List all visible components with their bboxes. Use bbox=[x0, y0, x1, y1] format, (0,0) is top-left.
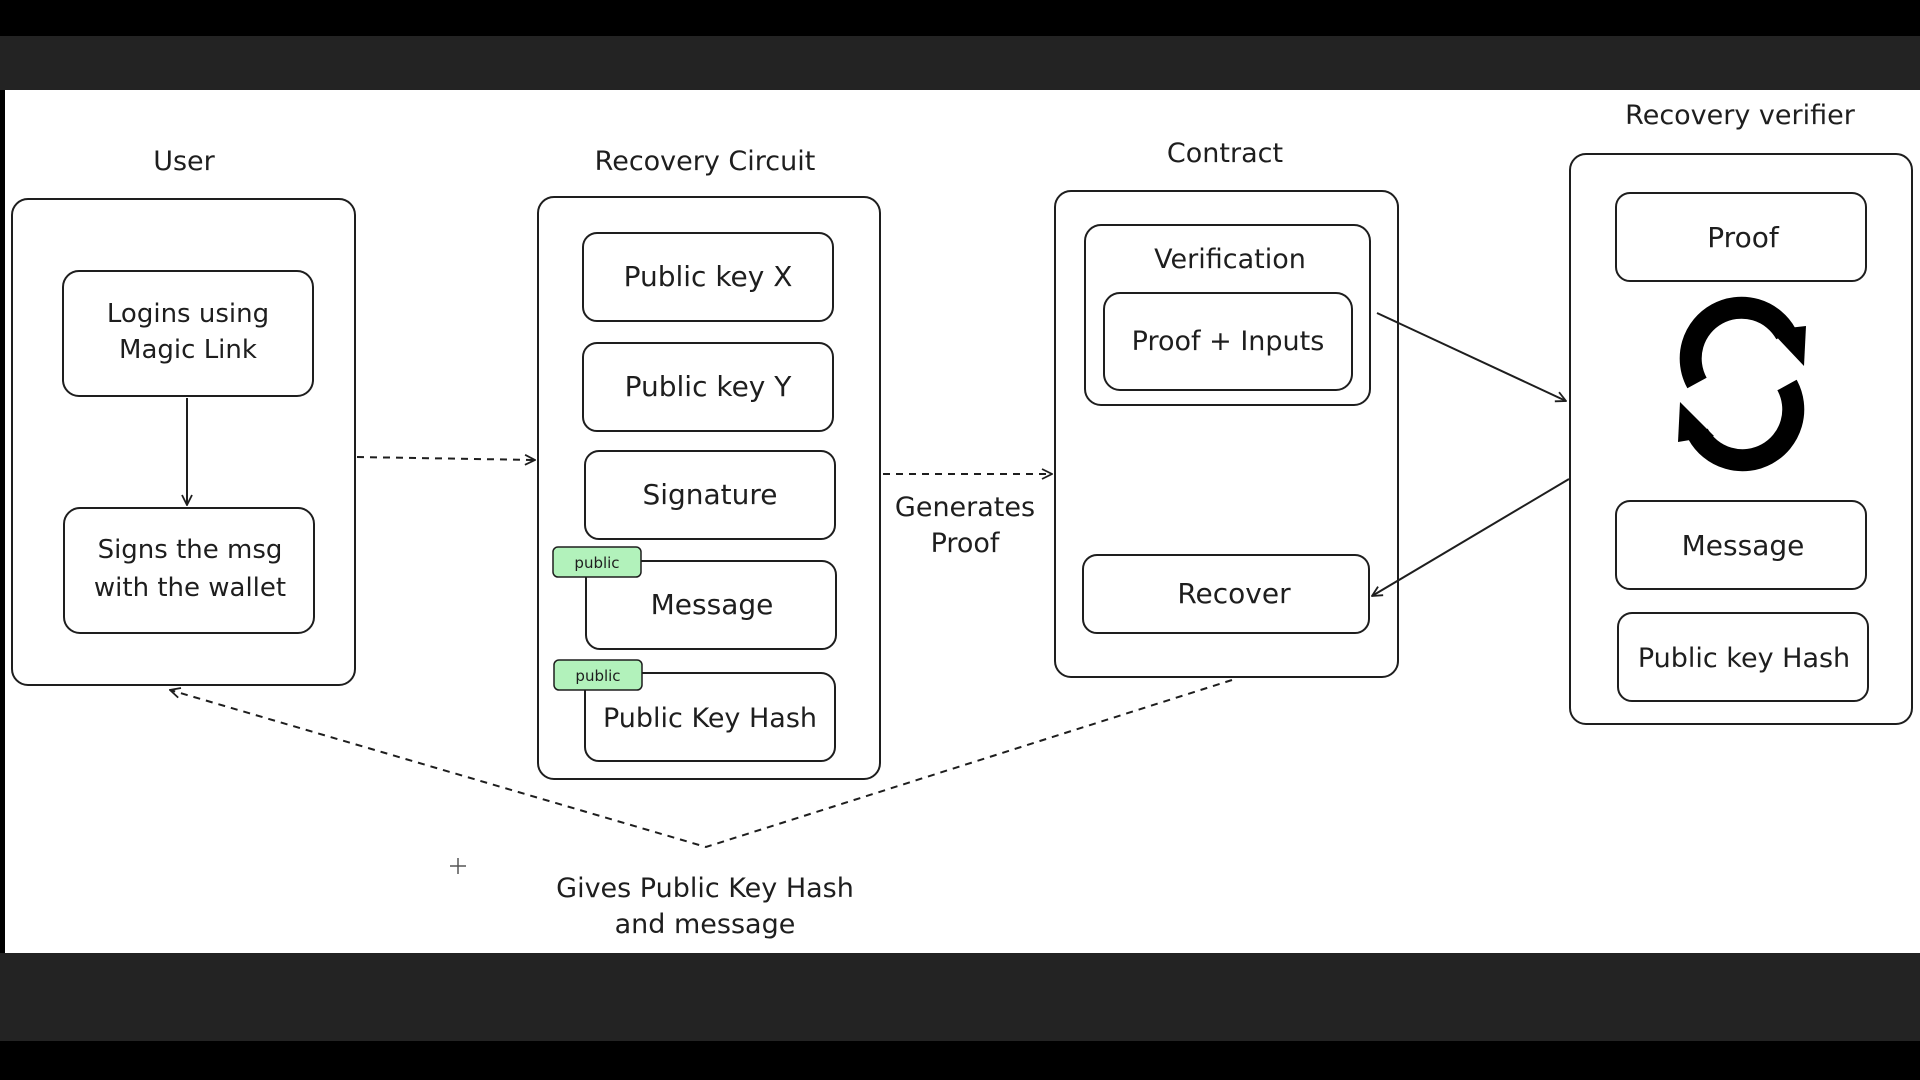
top-toolbar bbox=[0, 36, 1920, 90]
circuit-item-label: Message bbox=[651, 588, 774, 621]
verifier-title: Recovery verifier bbox=[1625, 100, 1856, 131]
circuit-item-message[interactable] bbox=[585, 560, 837, 650]
sign-step-box[interactable] bbox=[63, 507, 315, 634]
circuit-item-public-key-x[interactable] bbox=[582, 232, 834, 322]
crosshair-cursor-icon bbox=[450, 858, 466, 874]
public-tag bbox=[553, 659, 643, 691]
recover-label: Recover bbox=[1177, 577, 1291, 610]
generates-proof-line1: Generates bbox=[895, 492, 1035, 523]
circuit-item-label: Public key Y bbox=[625, 370, 793, 403]
sign-step-line2: with the wallet bbox=[94, 573, 286, 603]
circuit-item-label: Public Key Hash bbox=[603, 703, 817, 734]
circuit-item-label: Signature bbox=[642, 478, 777, 511]
bottom-toolbar bbox=[0, 953, 1920, 1041]
sign-step-line1: Signs the msg bbox=[98, 535, 283, 565]
verifier-item-label: Proof bbox=[1707, 221, 1780, 254]
generates-proof-line2: Proof bbox=[931, 528, 1001, 559]
public-tag-label: public bbox=[574, 554, 619, 572]
circuit-title: Recovery Circuit bbox=[595, 146, 816, 177]
verification-label: Verification bbox=[1154, 244, 1306, 275]
verifier-item-label: Public key Hash bbox=[1638, 643, 1850, 674]
verifier-item-public-key-hash[interactable] bbox=[1617, 612, 1869, 702]
circuit-item-label: Public key X bbox=[624, 260, 793, 293]
circuit-item-public-key-y[interactable] bbox=[582, 342, 834, 432]
gives-hash-line2: and message bbox=[615, 909, 796, 940]
public-tag-label: public bbox=[575, 667, 620, 685]
verifier-item-label: Message bbox=[1682, 529, 1805, 562]
login-step-line1: Logins using bbox=[107, 299, 269, 329]
login-step-box[interactable] bbox=[62, 270, 314, 397]
recover-box[interactable] bbox=[1082, 554, 1370, 634]
proof-inputs-label: Proof + Inputs bbox=[1132, 326, 1325, 357]
login-step-line2: Magic Link bbox=[119, 335, 257, 365]
circuit-item-public-key-hash[interactable] bbox=[584, 672, 836, 762]
public-tag bbox=[552, 546, 642, 578]
verifier-item-proof[interactable] bbox=[1615, 192, 1867, 282]
contract-title: Contract bbox=[1167, 138, 1283, 169]
circuit-item-signature[interactable] bbox=[584, 450, 836, 540]
proof-inputs-box[interactable] bbox=[1103, 292, 1353, 391]
refresh-icon bbox=[1678, 296, 1806, 472]
user-title: User bbox=[153, 146, 215, 177]
verifier-to-recover-arrow[interactable] bbox=[1372, 478, 1570, 596]
user-to-circuit-arrow[interactable] bbox=[356, 457, 535, 460]
verification-to-verifier-arrow[interactable] bbox=[1376, 312, 1566, 401]
contract-to-user-arrow[interactable] bbox=[170, 679, 1233, 849]
gives-hash-line1: Gives Public Key Hash bbox=[556, 873, 854, 904]
verifier-item-message[interactable] bbox=[1615, 500, 1867, 590]
